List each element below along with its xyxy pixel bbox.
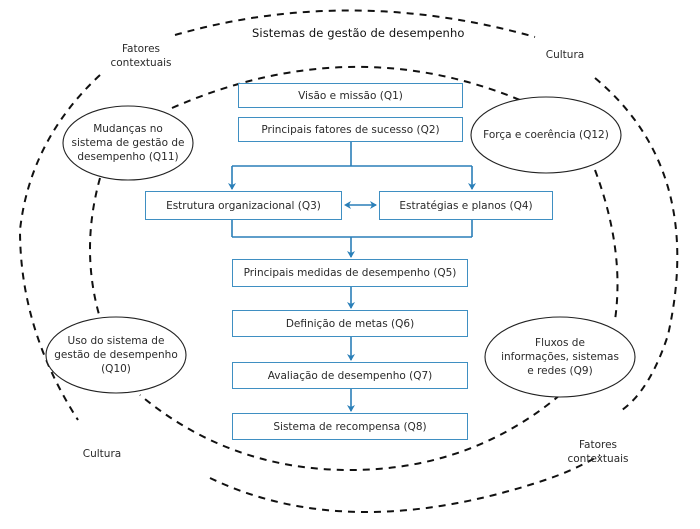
box-vision-mission: Visão e missão (Q1) (238, 83, 463, 108)
ellipse-line: gestão de desempenho (54, 349, 178, 361)
label-culture-top: Cultura (545, 49, 585, 61)
label-contextual-factors-top: Fatores contextuais (106, 42, 176, 70)
inner-boundary-dashed (89, 65, 619, 472)
label-culture-bottom: Cultura (82, 448, 122, 460)
flow-connectors (228, 142, 476, 412)
label-line: Fatores (121, 43, 161, 55)
ellipse-strength-coherence: Força e coerência (Q12) (471, 97, 621, 173)
ellipse-line: Força e coerência (Q12) (483, 129, 609, 141)
ellipse-line: informações, sistemas (501, 351, 619, 363)
ellipse-information-flows: Fluxos de informações, sistemas e redes … (485, 317, 635, 397)
label-contextual-factors-bottom: Fatores contextuais (563, 438, 633, 466)
box-performance-evaluation: Avaliação de desempenho (Q7) (232, 362, 468, 389)
ellipse-line: sistema de gestão de (71, 137, 185, 149)
label-line: contextuais (110, 57, 172, 69)
diagram-title: Sistemas de gestão de desempenho (252, 26, 465, 40)
ellipse-line: e redes (Q9) (527, 365, 593, 377)
box-key-success-factors: Principais fatores de sucesso (Q2) (238, 117, 463, 142)
ellipse-line: Uso do sistema de (67, 335, 165, 347)
ellipse-line: (Q10) (101, 363, 131, 375)
ellipse-changes-pms: Mudanças no sistema de gestão de desempe… (63, 106, 193, 180)
box-strategies-plans: Estratégias e planos (Q4) (379, 191, 553, 220)
box-reward-system: Sistema de recompensa (Q8) (232, 413, 468, 440)
ellipse-pms-use: Uso do sistema de gestão de desempenho (… (46, 317, 186, 393)
ellipse-line: desempenho (Q11) (77, 151, 179, 163)
box-organizational-structure: Estrutura organizacional (Q3) (145, 191, 342, 220)
label-line: Fatores (578, 439, 618, 451)
ellipse-line: Mudanças no (93, 123, 163, 135)
label-line: contextuais (567, 453, 629, 465)
ellipse-shapes (45, 96, 636, 398)
box-key-performance-measures: Principais medidas de desempenho (Q5) (232, 259, 468, 287)
ellipse-line: Fluxos de (535, 337, 585, 349)
box-target-setting: Definição de metas (Q6) (232, 310, 468, 337)
